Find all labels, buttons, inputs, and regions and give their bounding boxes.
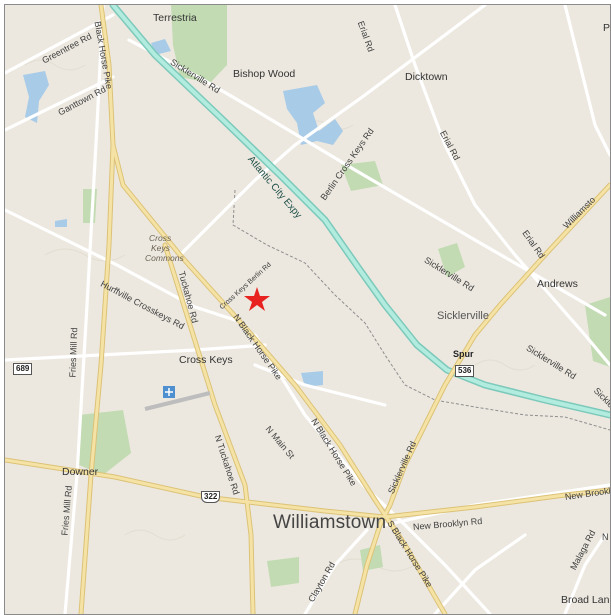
place-downer: Downer <box>62 466 99 478</box>
place-broad-lane: Broad Lane <box>561 594 611 606</box>
place-edge-p: P <box>603 22 611 34</box>
place-dicktown: Dicktown <box>405 71 448 83</box>
place-williamstown: Williamstown <box>273 512 387 533</box>
road-label-fries-mill-top: Fries Mill Rd <box>67 327 80 378</box>
minor-roads <box>5 5 610 614</box>
place-sicklerville: Sicklerville <box>437 310 489 322</box>
route-536-shield: 536 <box>455 365 475 377</box>
water-bodies <box>23 39 343 387</box>
road-label-edge-n: N <box>602 532 609 542</box>
spur-label: Spur <box>453 349 474 359</box>
route-689-shield: 689 <box>13 363 33 375</box>
place-terrestria: Terrestria <box>153 12 197 24</box>
route-322-shield: 322 <box>201 491 221 503</box>
municipal-boundary <box>232 189 610 431</box>
map-graphics <box>5 5 610 614</box>
map-canvas[interactable]: Terrestria Bishop Wood Dicktown Andrews … <box>4 4 611 615</box>
place-bishop-wood: Bishop Wood <box>233 68 296 80</box>
place-cross-keys-commons: Cross Keys Commons <box>145 233 184 263</box>
red-star-icon[interactable] <box>244 287 270 311</box>
place-andrews: Andrews <box>537 278 578 290</box>
place-cross-keys: Cross Keys <box>179 354 233 366</box>
airport-runway <box>144 386 211 411</box>
